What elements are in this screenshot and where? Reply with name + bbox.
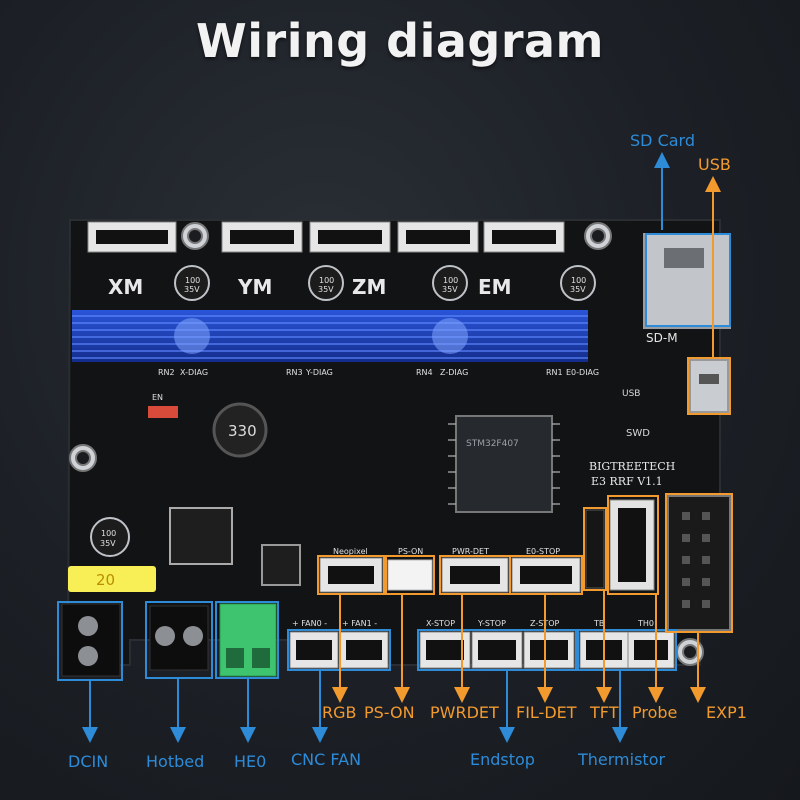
label-endstop: Endstop [470, 750, 535, 769]
silk-y-diag: Y-DIAG [305, 368, 333, 377]
svg-text:35V: 35V [100, 539, 116, 548]
silk-e0-stop: E0-STOP [526, 547, 560, 556]
hotbed-terminal [149, 605, 209, 671]
svg-text:YM: YM [237, 275, 272, 299]
silk-z-diag: Z-DIAG [440, 368, 468, 377]
silk-rn4: RN4 [416, 368, 433, 377]
inductor [212, 402, 268, 458]
label-rgb: RGB [322, 703, 357, 722]
board-version: E3 RRF V1.1 [591, 475, 663, 488]
label-exp1: EXP1 [706, 703, 747, 722]
probe-header [585, 509, 605, 589]
dcin-terminal [61, 603, 121, 677]
svg-text:35V: 35V [184, 285, 200, 294]
svg-text:ZM: ZM [352, 275, 386, 299]
silk-tb: TB [593, 619, 604, 628]
svg-text:35V: 35V [570, 285, 586, 294]
capacitors [90, 265, 596, 557]
he0-terminal [219, 603, 277, 677]
silk-pwr-det: PWR-DET [452, 547, 489, 556]
sd-slot-silk: SD-M [646, 331, 678, 345]
label-he0: HE0 [234, 752, 267, 771]
silk-x-stop: X-STOP [426, 619, 455, 628]
label-ps-on: PS-ON [364, 703, 415, 722]
heatsink [72, 310, 588, 362]
label-tft: TFT [590, 703, 619, 722]
usb-silk: USB [622, 389, 640, 399]
silk-rn1: RN1 [546, 368, 563, 377]
blue-leaders [82, 152, 670, 743]
usb-port [689, 359, 729, 413]
label-probe: Probe [632, 703, 678, 722]
silk-fan0: + FAN0 - [292, 619, 327, 628]
silk-fan1: + FAN1 - [342, 619, 377, 628]
label-thermistor: Thermistor [578, 750, 666, 769]
svg-text:100: 100 [101, 529, 116, 538]
label-dcin: DCIN [68, 752, 109, 771]
mounting-holes [69, 222, 704, 666]
silk-neopixel: Neopixel [333, 547, 368, 556]
ps-on-connector [387, 559, 433, 591]
svg-text:35V: 35V [442, 285, 458, 294]
svg-text:330: 330 [228, 422, 257, 440]
svg-text:100: 100 [571, 276, 586, 285]
svg-text:35V: 35V [318, 285, 334, 294]
svg-text:100: 100 [443, 276, 458, 285]
silk-e0-diag: E0-DIAG [566, 368, 599, 377]
mcu-label: STM32F407 [466, 439, 519, 449]
swd-silk: SWD [626, 428, 650, 439]
silk-ps-on: PS-ON [398, 547, 423, 556]
regulator [169, 507, 233, 565]
mcu-chip [448, 415, 560, 513]
orange-leaders [332, 176, 721, 703]
page-title: Wiring diagram [196, 14, 604, 68]
silk-en: EN [152, 393, 163, 402]
silk-rn2: RN2 [158, 368, 175, 377]
silk-th0: TH0 [637, 619, 654, 628]
label-cnc-fan: CNC FAN [291, 750, 362, 769]
board-model: BIGTREETECH [589, 460, 675, 473]
jumper [148, 406, 178, 418]
label-fil-det: FIL-DET [516, 703, 577, 722]
label-usb: USB [698, 155, 731, 174]
svg-text:100: 100 [185, 276, 200, 285]
label-sd-card: SD Card [630, 131, 695, 150]
silk-x-diag: X-DIAG [180, 368, 208, 377]
silk-rn3: RN3 [286, 368, 303, 377]
label-pwrdet: PWRDET [430, 703, 499, 722]
silk-y-stop: Y-STOP [477, 619, 506, 628]
svg-text:100: 100 [319, 276, 334, 285]
fuse [68, 566, 156, 592]
label-hotbed: Hotbed [146, 752, 205, 771]
svg-text:XM: XM [108, 275, 143, 299]
exp1-header [667, 495, 731, 631]
svg-text:20: 20 [96, 571, 115, 589]
svg-text:EM: EM [478, 275, 512, 299]
